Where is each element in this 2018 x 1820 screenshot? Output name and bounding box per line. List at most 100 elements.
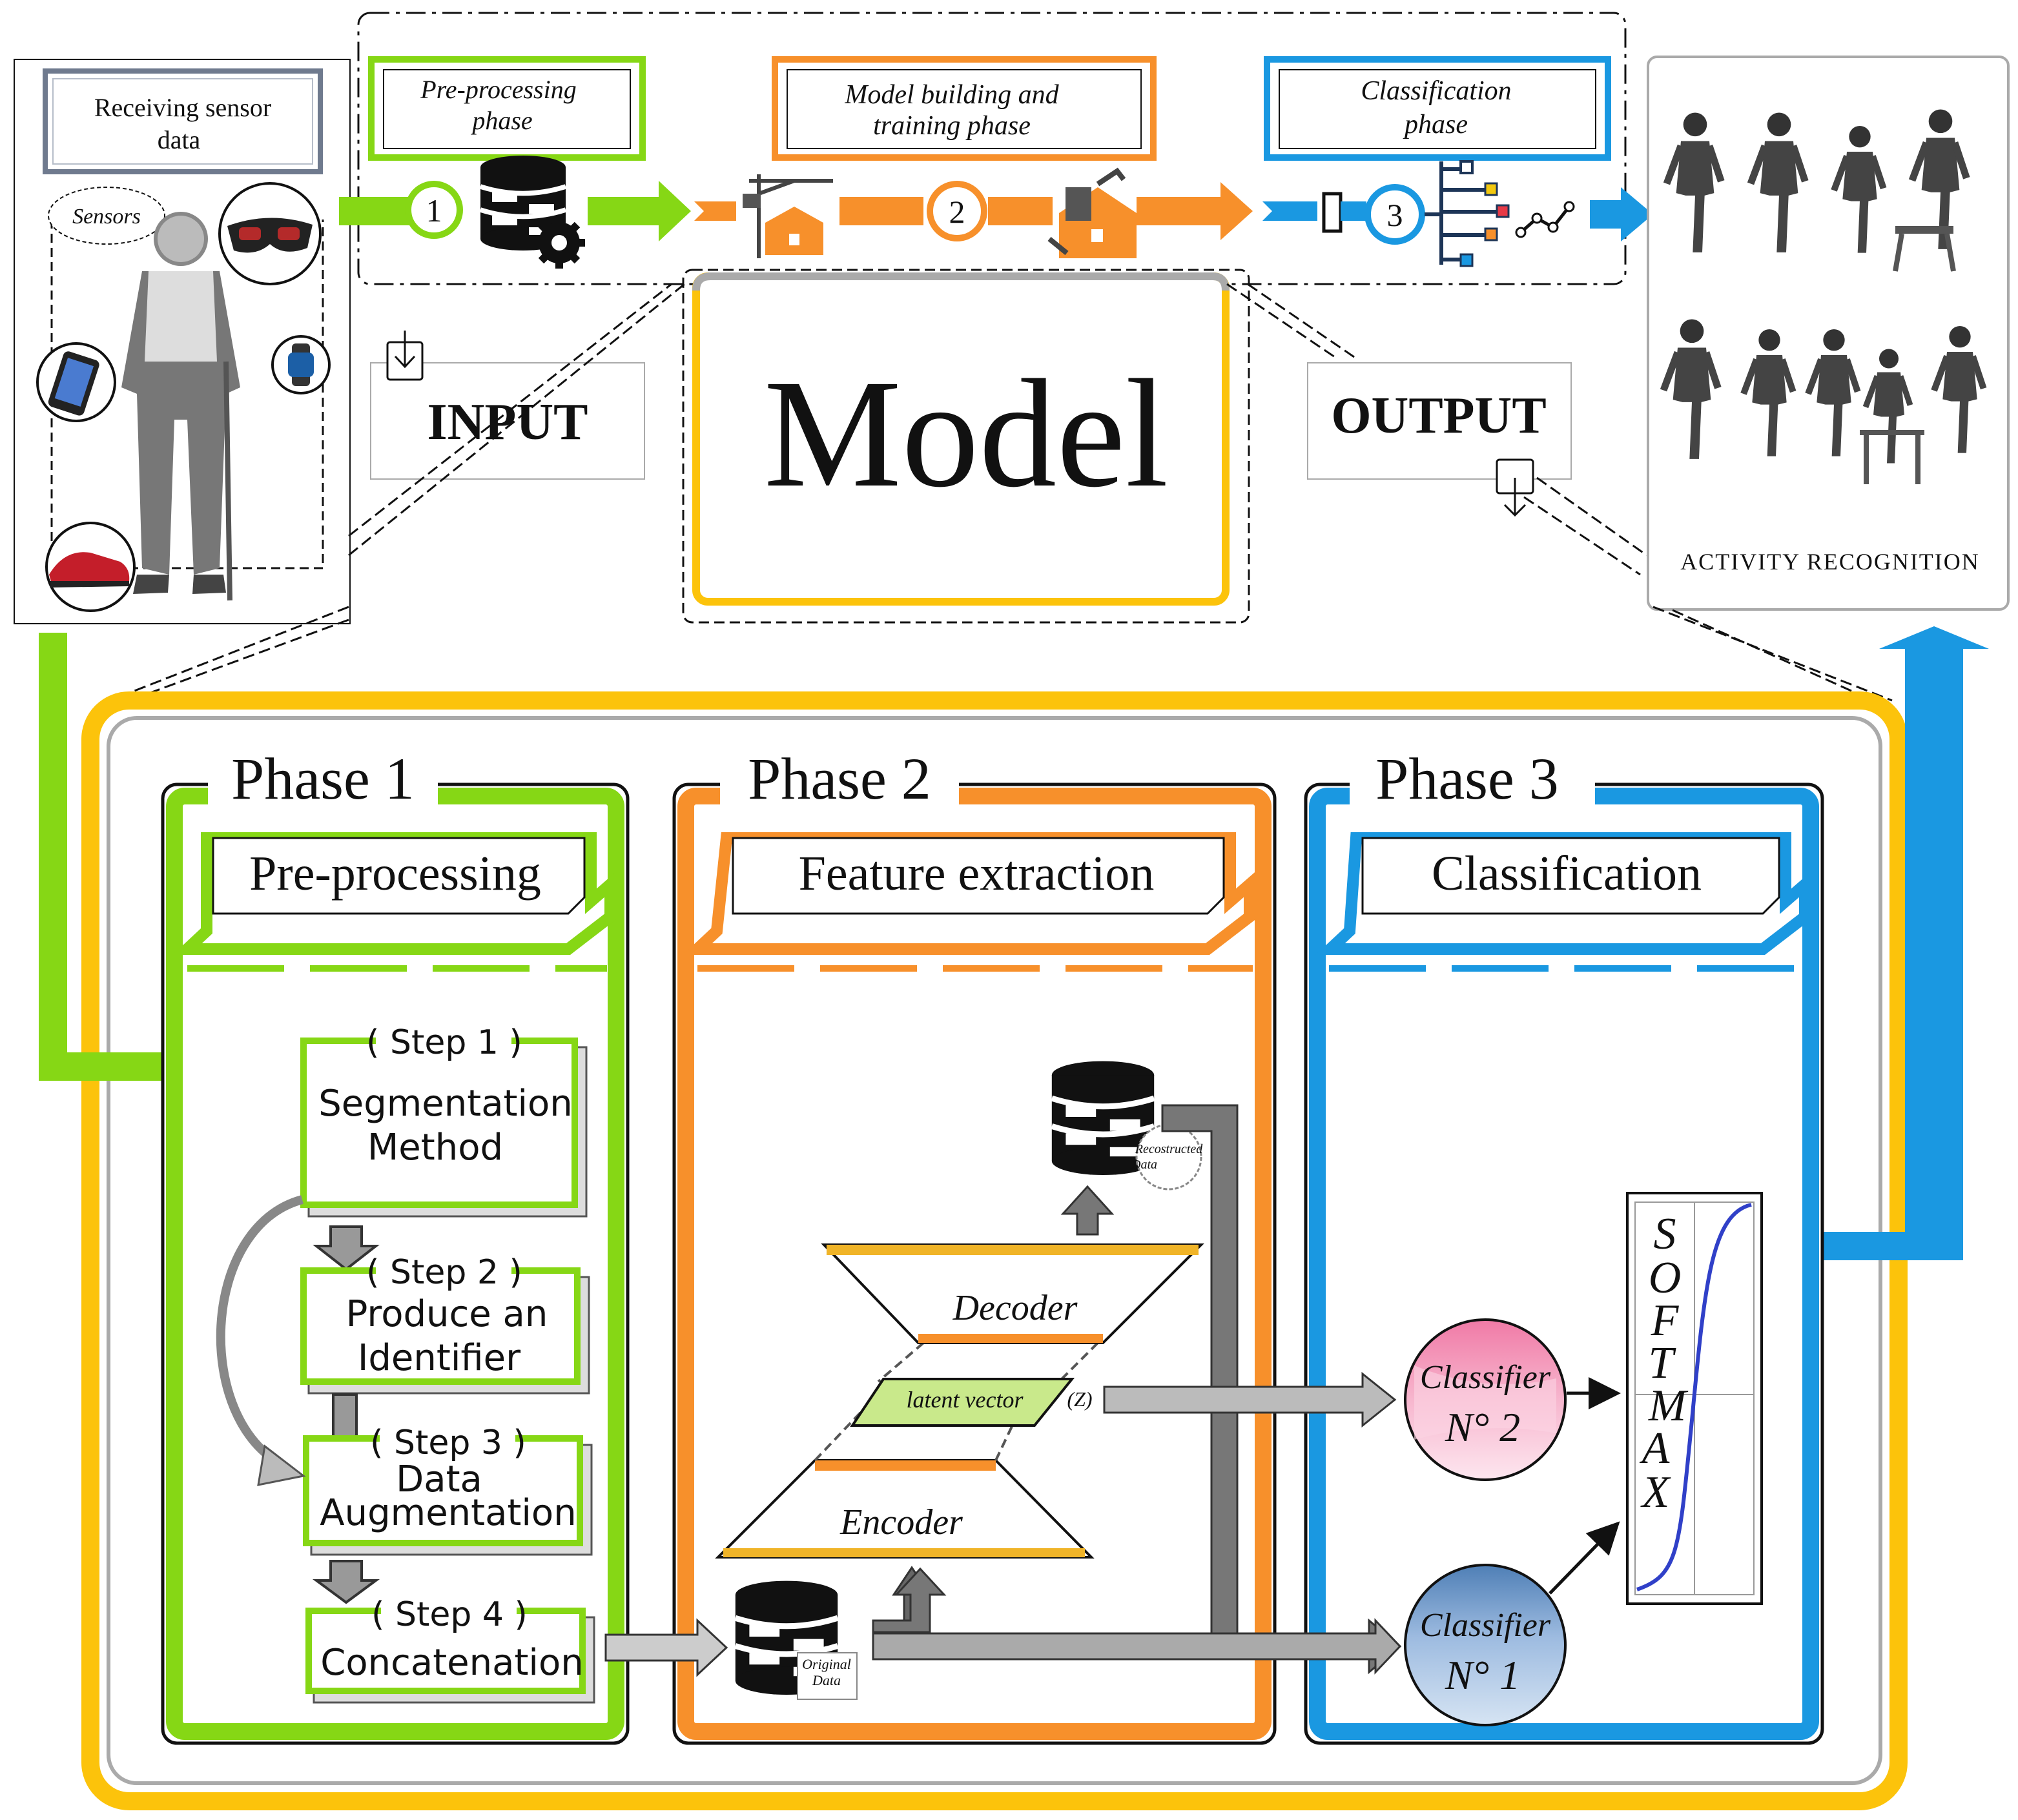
svg-text:X: X — [1640, 1467, 1672, 1517]
latent-vector-shape — [850, 1378, 1075, 1427]
phase-1-title: Phase 1 — [231, 746, 415, 812]
arrow-step4-to-original-data — [604, 1618, 728, 1677]
classifier-1-name: Classifier — [1420, 1607, 1551, 1644]
step-1-box: ( Step 1 ) Segmentation Method — [300, 1021, 588, 1218]
input-label: INPUT — [427, 394, 588, 451]
step-connector-2-3 — [332, 1393, 358, 1441]
svg-text:Model building and: Model building and — [844, 80, 1059, 110]
original-data-label-2: Data — [812, 1672, 841, 1688]
step-2-tag: ( Step 2 ) — [366, 1253, 522, 1292]
construction-crane-icon — [743, 174, 833, 258]
sensor-panel-title-line1: Receiving sensor — [94, 93, 271, 122]
orange-arrow — [1137, 182, 1253, 240]
output-label: OUTPUT — [1331, 387, 1546, 444]
activity-recognition-panel: ACTIVITY RECOGNITION — [1647, 56, 2010, 611]
output-arrow-icon — [1496, 458, 1534, 517]
input-arrow-icon — [386, 331, 424, 381]
phase-3-subtitle: Classification — [1432, 846, 1702, 901]
svg-text:phase: phase — [1403, 110, 1468, 139]
phase-number-3 — [1364, 184, 1425, 245]
smartwatch-sensor-icon — [271, 335, 331, 394]
shoe-sensor-icon — [45, 522, 136, 612]
step-arrow-1-2 — [313, 1225, 380, 1271]
svg-text:M: M — [1648, 1381, 1689, 1431]
svg-text:A: A — [1640, 1424, 1670, 1473]
smartphone-sensor-icon — [36, 342, 116, 422]
gear-icon — [533, 217, 585, 269]
sensors-label: Sensors — [72, 205, 141, 229]
svg-text:2: 2 — [949, 194, 965, 230]
step-arrow-3-4 — [312, 1560, 380, 1604]
classification-tree-icon — [1425, 160, 1575, 267]
step-1-line1: Segmentation — [318, 1083, 573, 1125]
pipeline-row: 1 2 3 — [339, 156, 1653, 269]
house-building-icon — [1047, 167, 1137, 258]
classifier-2: Classifier N° 2 — [1404, 1318, 1567, 1481]
svg-text:phase: phase — [470, 106, 532, 135]
phase-label-1: Pre-processing phase — [368, 56, 646, 161]
phase-number-1 — [405, 181, 463, 239]
model-box: Model — [682, 269, 1250, 624]
step-1-line2: Method — [367, 1127, 503, 1169]
input-box: INPUT — [370, 331, 645, 480]
classifier-2-name: Classifier — [1420, 1359, 1551, 1396]
elderly-man-illustration — [121, 212, 240, 601]
classifier-2-number: N° 2 — [1445, 1404, 1520, 1450]
sensors-label-bubble — [48, 187, 165, 245]
step-3-line2: Augmentation — [320, 1492, 576, 1534]
svg-text:O: O — [1649, 1253, 1682, 1303]
phase-label-3: Classification phase — [1264, 56, 1611, 161]
phase-1-panel: Phase 1 Pre-processing — [161, 746, 630, 1745]
output-flow-arrow — [1769, 626, 1989, 1260]
phase-2-title: Phase 2 — [748, 746, 931, 812]
activity-sitting-stool-figure — [1893, 110, 1966, 272]
output-box: OUTPUT — [1307, 362, 1572, 517]
step-4-box: ( Step 4 ) Concatenation — [305, 1595, 595, 1704]
autoencoder: Original Data Encoder latent vector (Z) … — [715, 1061, 1204, 1700]
phase-1-subtitle: Pre-processing — [249, 846, 541, 901]
decoder-label: Decoder — [952, 1288, 1078, 1328]
curved-arrow-step1-to-step3 — [216, 1195, 304, 1470]
svg-text:S: S — [1654, 1209, 1676, 1259]
svg-text:3: 3 — [1387, 197, 1403, 233]
step-2-line2: Identifier — [358, 1337, 521, 1379]
activity-sitting-chair-figure — [1860, 349, 1924, 484]
phase-2-subtitle: Feature extraction — [799, 846, 1155, 901]
activity-recognition-label: ACTIVITY RECOGNITION — [1680, 549, 1980, 575]
phase-3-title: Phase 3 — [1375, 746, 1559, 812]
sensor-panel: Receiving sensor data Sensors — [14, 59, 351, 624]
step-4-tag: ( Step 4 ) — [371, 1595, 528, 1634]
step-3-tag: ( Step 3 ) — [370, 1424, 526, 1462]
softmax-letters: S O F T M A X — [1640, 1209, 1689, 1517]
original-data-label-1: Original — [802, 1656, 851, 1672]
svg-text:training phase: training phase — [873, 111, 1031, 141]
glasses-sensor-icon — [218, 182, 322, 285]
step-2-box: ( Step 2 ) Produce an Identifier — [300, 1251, 590, 1395]
step-3-line1: Data — [396, 1458, 482, 1500]
step-2-line1: Produce an — [346, 1293, 548, 1335]
latent-vector-label: latent vector — [907, 1387, 1024, 1413]
arrow-decoder-to-reconstructed — [1060, 1185, 1115, 1236]
svg-text:Recostructed: Recostructed — [1135, 1142, 1203, 1156]
latent-flow-arrow — [1103, 1371, 1397, 1428]
arrow-classifier1-to-softmax — [1549, 1521, 1620, 1595]
step-3-box: ( Step 3 ) Data Augmentation — [303, 1422, 593, 1556]
svg-text:Data: Data — [1131, 1158, 1157, 1172]
input-node — [1322, 192, 1343, 233]
sensor-panel-title-line2: data — [158, 125, 201, 154]
original-data-flow-arrow — [872, 1618, 1402, 1675]
svg-text:T: T — [1649, 1338, 1677, 1388]
encoder-label: Encoder — [839, 1502, 963, 1542]
softmax-box: S O F T M A X — [1626, 1192, 1763, 1605]
phase-label-2: Model building and training phase — [772, 56, 1157, 161]
svg-text:1: 1 — [426, 192, 442, 229]
sigmoid-curve — [1636, 1203, 1752, 1591]
blue-arrow — [1590, 187, 1653, 241]
latent-z-label: (Z) — [1067, 1387, 1092, 1411]
svg-text:F: F — [1651, 1296, 1680, 1345]
phase-number-2 — [927, 181, 987, 241]
classifier-1-number: N° 1 — [1445, 1652, 1520, 1698]
green-arrow — [588, 181, 691, 241]
svg-text:Pre-processing: Pre-processing — [420, 75, 576, 104]
